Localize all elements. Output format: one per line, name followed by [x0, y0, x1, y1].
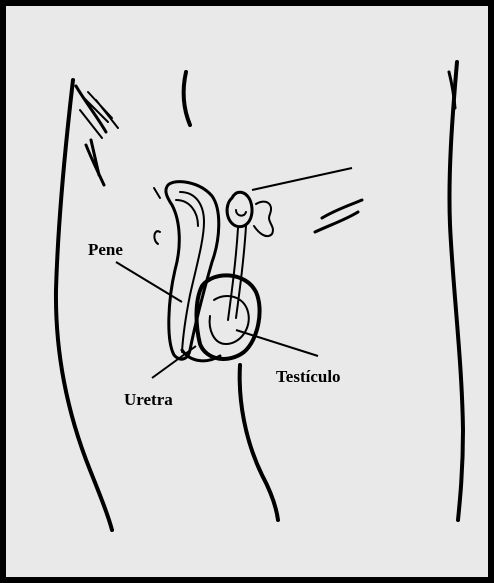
- label-testicle: Testículo: [276, 367, 341, 386]
- diagram-background: [3, 3, 491, 580]
- label-urethra: Uretra: [124, 390, 173, 409]
- label-penis: Pene: [88, 240, 123, 259]
